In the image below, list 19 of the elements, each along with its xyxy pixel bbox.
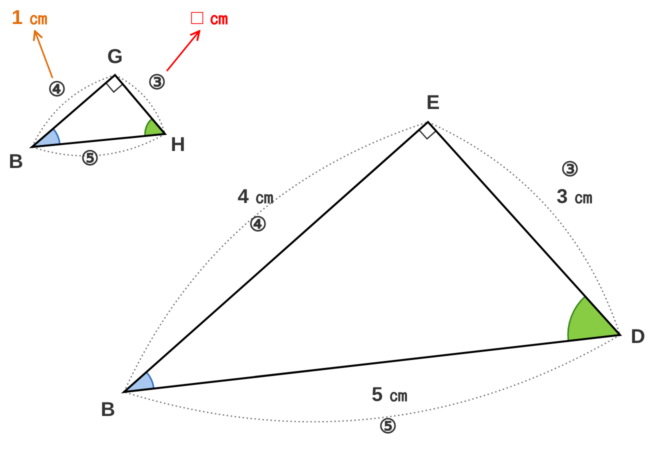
ratio-label: ③ xyxy=(148,73,166,93)
vertex-label: B xyxy=(100,400,116,420)
vertex-label: E xyxy=(426,93,440,113)
arrow xyxy=(166,30,200,72)
arrow xyxy=(32,30,54,78)
ratio-label: ⑤ xyxy=(379,417,397,437)
vertex-label: G xyxy=(107,47,123,67)
vertex-label: B xyxy=(8,152,24,172)
ratio-label: ④ xyxy=(48,80,66,100)
ratio-label: ④ xyxy=(249,215,267,235)
vertex-label: D xyxy=(630,327,646,347)
unknown-length-label: □ ㎝ xyxy=(191,8,229,28)
ratio-label: ⑤ xyxy=(81,149,99,169)
length-label: 3 ㎝ xyxy=(556,187,594,207)
length-label: 4 ㎝ xyxy=(238,187,274,207)
length-label: 5 ㎝ xyxy=(372,385,408,405)
vertex-label: H xyxy=(170,135,186,155)
length-label: 1 ㎝ xyxy=(12,8,48,28)
ratio-label: ③ xyxy=(561,160,579,180)
